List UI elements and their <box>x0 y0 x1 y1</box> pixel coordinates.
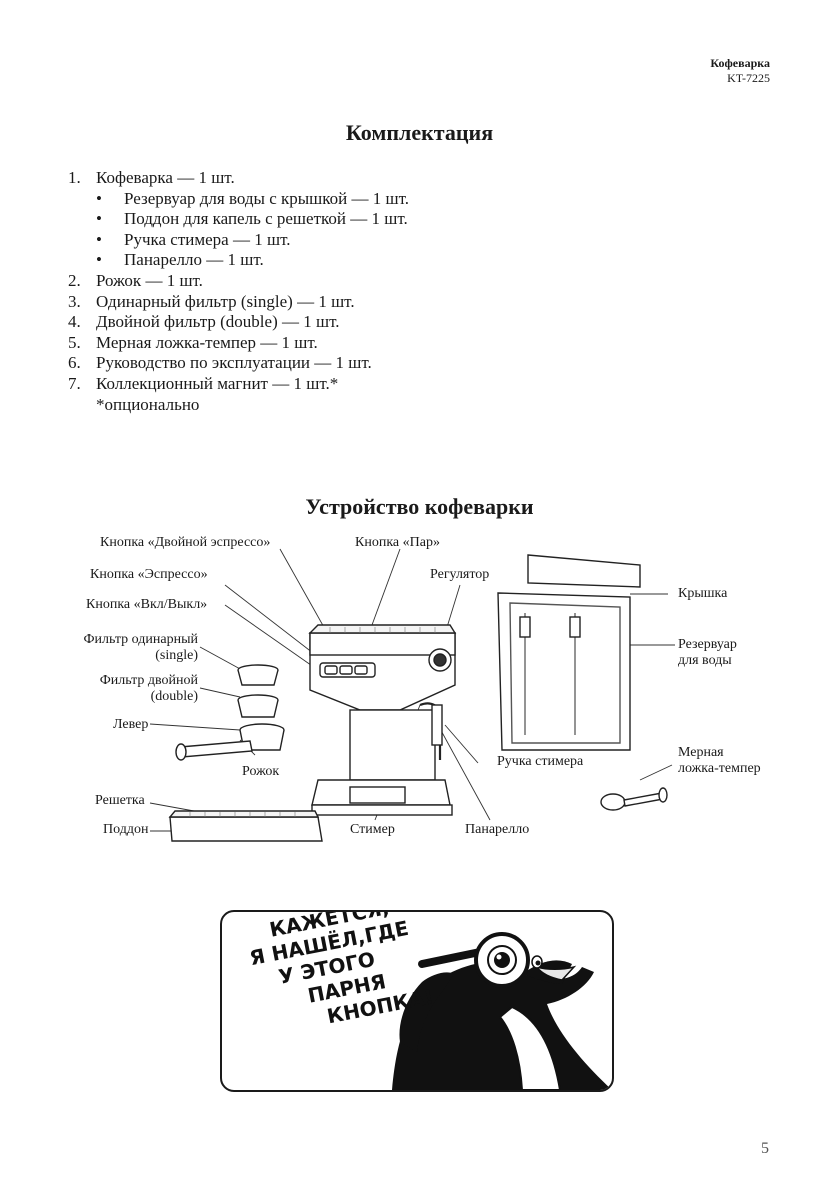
label-single-filter: Фильтр одинарный(single) <box>83 632 199 663</box>
label-steam-button: Кнопка «Пар» <box>355 535 440 550</box>
list-item: •Ручка стимера — 1 шт. <box>96 229 291 249</box>
page-number: 5 <box>761 1140 769 1157</box>
list-item: •Панарелло — 1 шт. <box>96 250 264 270</box>
machine-body <box>308 624 457 816</box>
list-item: 5.Мерная ложка-темпер — 1 шт. <box>68 332 318 352</box>
label-lid: Крышка <box>678 586 728 601</box>
list-item: •Резервуар для воды с крышкой — 1 шт. <box>96 188 410 208</box>
penguin-illustration <box>392 932 612 1090</box>
kit-title: Комплектация <box>345 120 494 145</box>
device-title: Устройство кофеварки <box>305 494 534 519</box>
list-item: 6.Руководство по эксплуатации — 1 шт. <box>68 353 372 373</box>
coffee-machine-diagram: Кнопка «Двойной эспрессо» Кнопка «Пар» К… <box>0 525 839 875</box>
diagram-drawing <box>149 548 675 842</box>
label-steamer-handle: Ручка стимера <box>497 754 584 769</box>
label-power-button: Кнопка «Вкл/Выкл» <box>86 597 208 612</box>
label-grid: Решетка <box>95 793 145 808</box>
document-header: Кофеварка KT-7225 <box>710 56 770 86</box>
label-lever: Левер <box>113 717 149 732</box>
list-item: 1.Кофеварка — 1 шт. <box>68 168 235 187</box>
list-item: 7.Коллекционный магнит — 1 шт.* <box>68 373 339 393</box>
portafilter <box>175 723 285 761</box>
label-espresso-button: Кнопка «Эспрессо» <box>90 567 208 582</box>
list-item: 3.Одинарный фильтр (single) — 1 шт. <box>68 291 355 311</box>
comic-illustration: КАЖЕТСЯ, Я НАШЁЛ,ГДЕ У ЭТОГО ПАРНЯ КНОПК… <box>220 910 614 1092</box>
kit-list: 1.Кофеварка — 1 шт. •Резервуар для воды … <box>68 168 409 415</box>
list-item: 4.Двойной фильтр (double) — 1 шт. <box>68 312 340 332</box>
label-drip-tray: Поддон <box>103 822 149 837</box>
footnote: *опционально <box>96 394 200 414</box>
label-regulator: Регулятор <box>430 567 490 582</box>
label-double-espresso-button: Кнопка «Двойной эспрессо» <box>100 535 271 550</box>
label-double-filter: Фильтр двойной(double) <box>99 673 198 704</box>
label-steamer: Стимер <box>350 822 395 837</box>
label-portafilter: Рожок <box>242 764 280 779</box>
list-item: •Поддон для капель с решеткой — 1 шт. <box>96 209 408 229</box>
single-filter <box>237 664 279 686</box>
drip-tray <box>168 810 323 842</box>
water-reservoir <box>497 554 641 751</box>
tamper-spoon <box>600 787 668 811</box>
product-name: Кофеварка <box>710 56 770 70</box>
product-model: KT-7225 <box>727 71 770 85</box>
double-filter <box>237 694 279 718</box>
list-item: 2.Рожок — 1 шт. <box>68 270 203 290</box>
label-panarello: Панарелло <box>465 822 530 837</box>
